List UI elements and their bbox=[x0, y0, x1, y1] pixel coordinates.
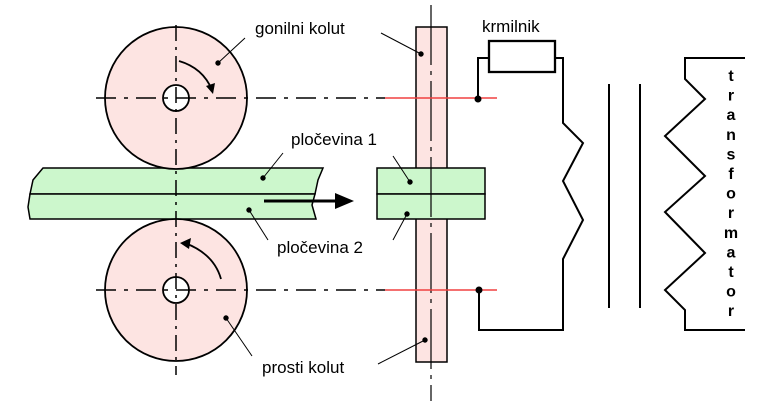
transformer-letter: t bbox=[728, 68, 734, 85]
sheet-2 bbox=[27, 193, 317, 220]
secondary-coil bbox=[478, 57, 585, 331]
label-sheet-1: pločevina 1 bbox=[291, 130, 377, 149]
transformer-letter: a bbox=[727, 244, 736, 261]
transformer-letter: r bbox=[728, 303, 734, 320]
transformer-letter: s bbox=[727, 146, 736, 163]
transformer-core bbox=[608, 84, 641, 308]
primary-coil bbox=[663, 57, 745, 331]
transformer-letter: f bbox=[728, 166, 734, 183]
transformer-letter: n bbox=[726, 127, 736, 144]
label-sheet-2: pločevina 2 bbox=[277, 238, 363, 257]
feed-direction-arrow-icon bbox=[264, 193, 354, 209]
transformer-letter: a bbox=[727, 107, 736, 124]
center-lines bbox=[96, 25, 385, 375]
transformer-letter: r bbox=[728, 205, 734, 222]
label-idle-wheel: prosti kolut bbox=[262, 358, 344, 377]
transformer-letter: o bbox=[726, 284, 736, 301]
transformer-letter: m bbox=[724, 225, 738, 242]
leaders bbox=[215, 32, 428, 365]
controller-resistor bbox=[487, 39, 557, 74]
transformer-letter: o bbox=[726, 186, 736, 203]
transformer-letter: r bbox=[728, 88, 734, 105]
label-controller: krmilnik bbox=[482, 17, 540, 36]
transformer-letter: t bbox=[728, 264, 734, 281]
circuit bbox=[474, 39, 585, 331]
label-driving-wheel: gonilni kolut bbox=[255, 19, 345, 38]
